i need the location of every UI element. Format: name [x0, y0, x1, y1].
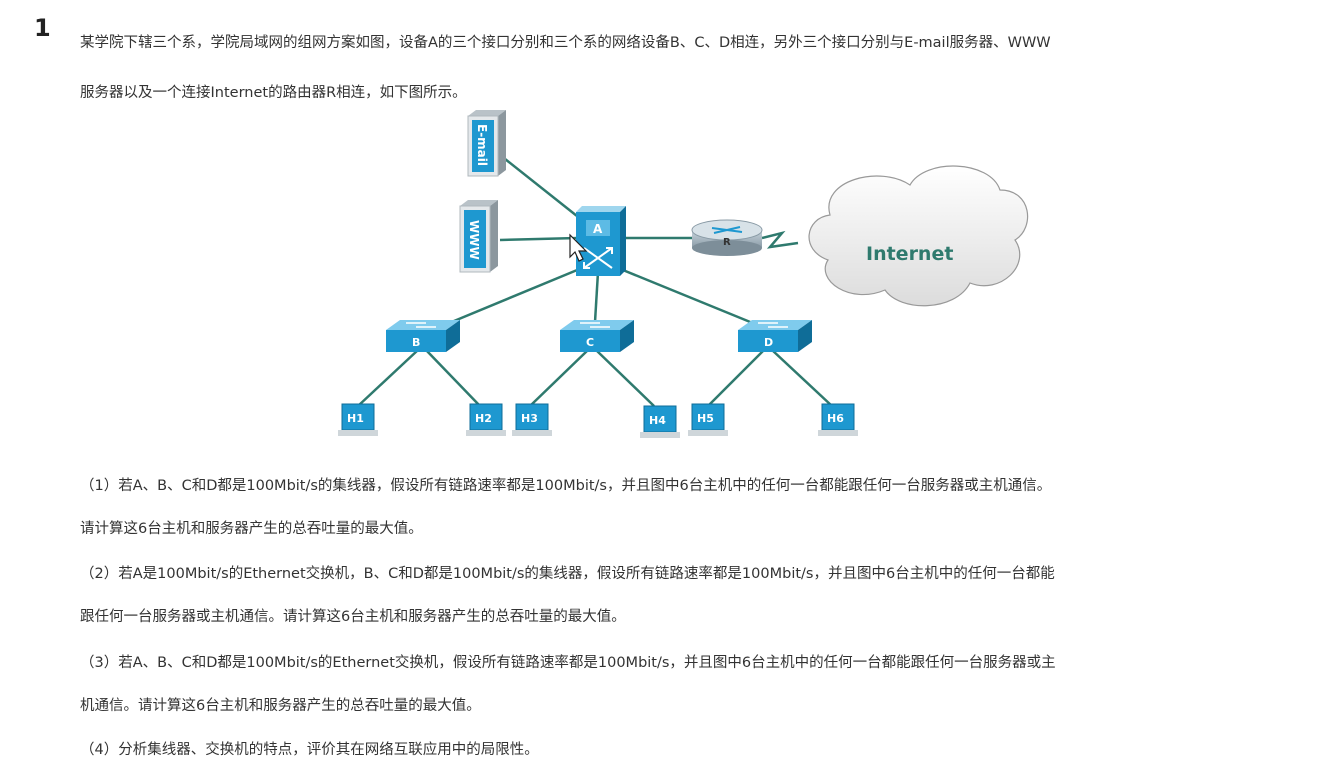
link-c-h3	[529, 349, 589, 407]
switch-d: D	[738, 320, 812, 352]
www-server-label: WWW	[467, 220, 481, 260]
subquestion-1-line-2: 请计算这6台主机和服务器产生的总吞吐量的最大值。	[80, 521, 423, 537]
router-r: R	[691, 219, 763, 256]
host-h3-label: H3	[521, 412, 538, 425]
link-c-h4	[595, 349, 655, 407]
internet-label: Internet	[866, 243, 953, 265]
switch-b-label: B	[412, 336, 420, 349]
email-server: E-mail	[467, 110, 506, 177]
subquestion-2-line-2: 跟任何一台服务器或主机通信。请计算这6台主机和服务器产生的总吞吐量的最大值。	[80, 609, 626, 625]
host-h2-label: H2	[475, 412, 492, 425]
link-www-a	[499, 236, 579, 242]
host-h6: H6	[818, 403, 858, 436]
network-topology-diagram: E-mail WWW A R	[338, 110, 1029, 438]
host-h5-label: H5	[697, 412, 714, 425]
host-h4-label: H4	[649, 414, 666, 427]
switch-c-label: C	[586, 336, 594, 349]
host-h6-label: H6	[827, 412, 844, 425]
device-a-label: A	[593, 222, 603, 236]
intro-line-1: 某学院下辖三个系，学院局域网的组网方案如图，设备A的三个接口分别和三个系的网络设…	[80, 35, 1051, 51]
link-d-h5	[707, 349, 765, 407]
subquestion-1-line-1: （1）若A、B、C和D都是100Mbit/s的集线器，假设所有链路速率都是100…	[80, 478, 1052, 494]
internet-cloud: Internet	[808, 165, 1029, 307]
host-h5: H5	[688, 403, 728, 436]
www-server: WWW	[459, 200, 498, 273]
device-a: A	[576, 206, 626, 276]
host-h2: H2	[466, 403, 506, 436]
link-b-h1	[357, 349, 419, 407]
question-number: 1	[34, 14, 51, 42]
link-a-d	[617, 266, 761, 328]
intro-line-2: 服务器以及一个连接Internet的路由器R相连，如下图所示。	[80, 85, 467, 101]
email-server-label: E-mail	[475, 124, 489, 166]
subquestion-2-line-1: （2）若A是100Mbit/s的Ethernet交换机，B、C和D都是100Mb…	[80, 566, 1055, 582]
switch-c: C	[560, 320, 634, 352]
question-intro: 某学院下辖三个系，学院局域网的组网方案如图，设备A的三个接口分别和三个系的网络设…	[80, 18, 1270, 118]
link-b-h2	[425, 349, 481, 407]
host-h1: H1	[338, 403, 378, 436]
host-h3: H3	[512, 403, 552, 436]
router-label: R	[723, 237, 731, 248]
host-h1-label: H1	[347, 412, 364, 425]
link-d-h6	[771, 349, 833, 407]
link-email-a	[499, 154, 583, 221]
subquestion-4-line-1: （4）分析集线器、交换机的特点，评价其在网络互联应用中的局限性。	[80, 742, 539, 758]
link-a-c	[593, 271, 600, 323]
links	[357, 154, 833, 407]
switch-b: B	[386, 320, 460, 352]
link-a-b	[441, 266, 583, 328]
link-router-internet	[761, 230, 799, 249]
host-h4: H4	[640, 405, 680, 438]
mouse-cursor-icon	[569, 233, 588, 262]
switch-d-label: D	[764, 336, 773, 349]
subquestion-3-line-2: 机通信。请计算这6台主机和服务器产生的总吞吐量的最大值。	[80, 698, 481, 714]
subquestion-3-line-1: （3）若A、B、C和D都是100Mbit/s的Ethernet交换机，假设所有链…	[80, 655, 1056, 671]
